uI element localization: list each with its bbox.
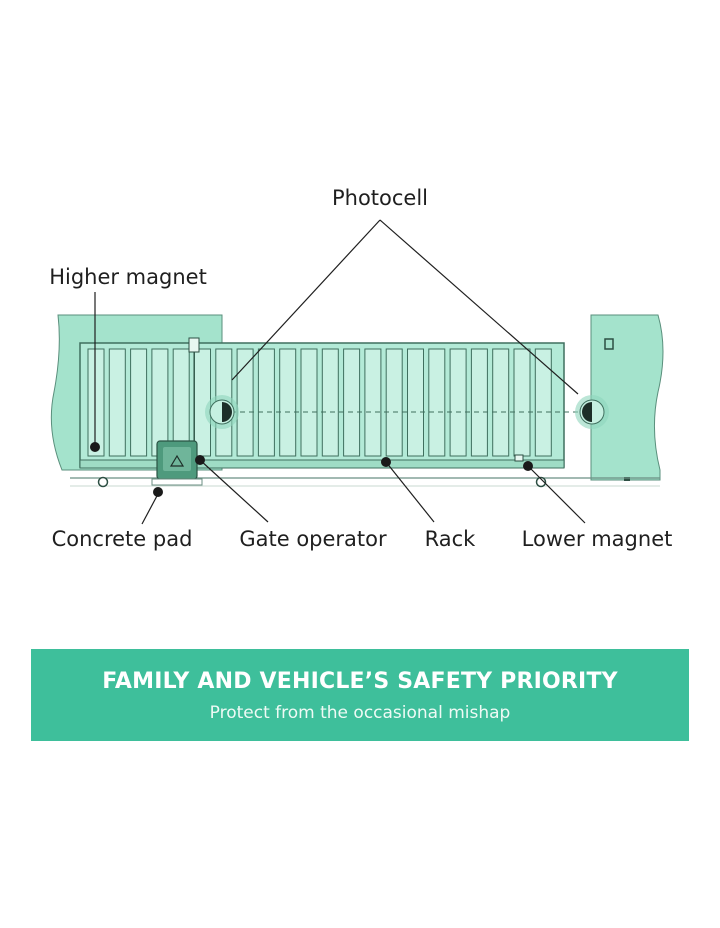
gate-wheel-left bbox=[97, 476, 109, 488]
gate-bar bbox=[449, 348, 467, 457]
gate-operator-motor bbox=[151, 440, 203, 486]
gate-bar bbox=[343, 348, 361, 457]
label-gate-operator: Gate operator bbox=[239, 527, 387, 551]
higher-magnet-bracket bbox=[188, 337, 200, 353]
gate-bar bbox=[172, 348, 190, 457]
leader-dots bbox=[90, 442, 533, 497]
label-concrete-pad: Concrete pad bbox=[52, 527, 193, 551]
gate-wheel-right bbox=[535, 476, 547, 488]
safety-banner: FAMILY AND VEHICLE’S SAFETY PRIORITY Pro… bbox=[31, 649, 689, 741]
gate-bar bbox=[470, 348, 488, 457]
label-rack: Rack bbox=[425, 527, 477, 551]
gate-bar bbox=[534, 348, 552, 457]
gate-bar bbox=[385, 348, 403, 457]
gate-bar bbox=[513, 348, 531, 457]
label-photocell: Photocell bbox=[332, 186, 428, 210]
photocell-sensor-right bbox=[575, 395, 609, 429]
gate-bar bbox=[108, 348, 126, 457]
right-post bbox=[590, 314, 664, 481]
post-base-mark bbox=[624, 477, 630, 481]
gate-bar bbox=[87, 348, 105, 457]
banner-subtitle: Protect from the occasional mishap bbox=[209, 703, 511, 723]
gate-bar bbox=[364, 348, 382, 457]
leader-lines bbox=[94, 219, 586, 525]
banner-title: FAMILY AND VEHICLE’S SAFETY PRIORITY bbox=[102, 669, 618, 694]
gate-bar bbox=[151, 348, 169, 457]
gate-bar bbox=[321, 348, 339, 457]
label-higher-magnet: Higher magnet bbox=[49, 265, 207, 289]
gate-bar bbox=[407, 348, 424, 457]
gate-bar bbox=[130, 348, 148, 457]
gate-bar bbox=[257, 348, 275, 457]
gate-bar bbox=[300, 348, 318, 457]
photocell-sensor-left bbox=[205, 395, 239, 429]
label-lower-magnet: Lower magnet bbox=[522, 527, 673, 551]
gate-bar bbox=[492, 348, 510, 457]
gate-bottom-rail bbox=[79, 459, 565, 469]
gate-bars bbox=[87, 348, 552, 457]
post-receiver-icon bbox=[604, 338, 614, 350]
gate-bar bbox=[428, 348, 446, 457]
gate-diagram: Photocell Higher magnet Concrete pad Gat… bbox=[49, 186, 673, 551]
gate-bar bbox=[279, 348, 297, 457]
gate-bar bbox=[236, 348, 254, 457]
lower-magnet bbox=[514, 454, 524, 462]
